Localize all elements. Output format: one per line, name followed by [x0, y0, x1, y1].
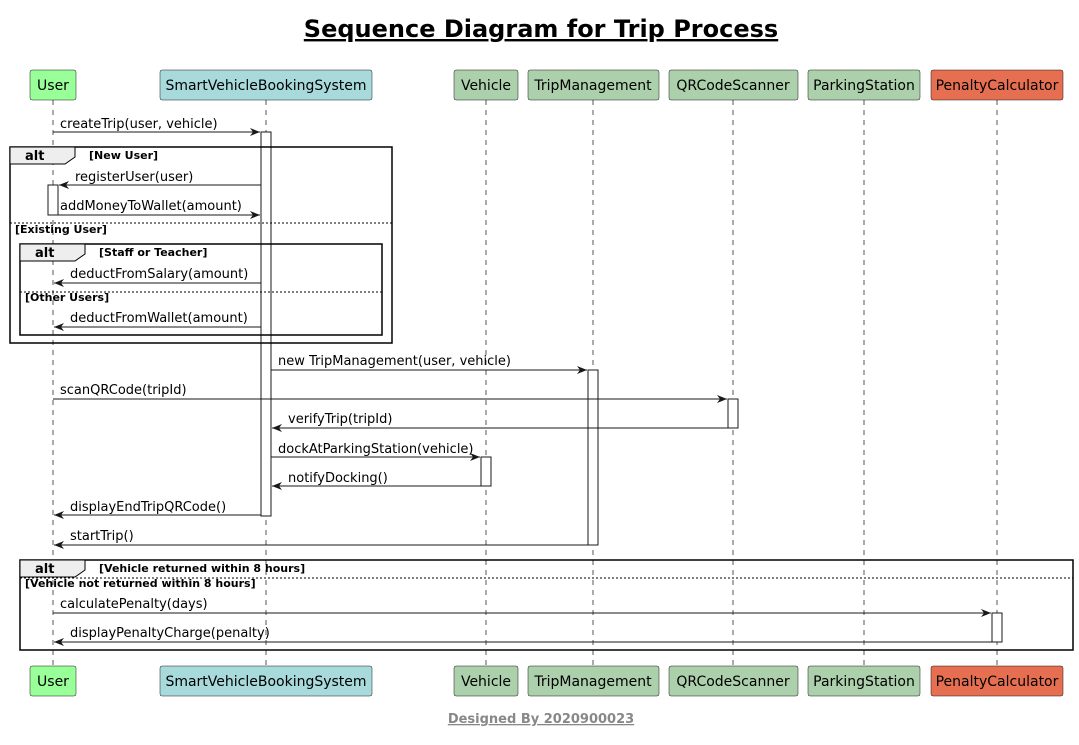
activation-penalty — [991, 612, 1003, 643]
svg-text:notifyDocking(): notifyDocking() — [288, 471, 388, 486]
message-scanqr: scanQRCode(tripId) — [53, 383, 727, 403]
svg-text:[Staff or Teacher]: [Staff or Teacher] — [99, 246, 207, 259]
svg-text:deductFromSalary(amount): deductFromSalary(amount) — [70, 267, 248, 282]
svg-text:[New User]: [New User] — [89, 149, 158, 162]
svg-text:calculatePenalty(days): calculatePenalty(days) — [60, 597, 208, 612]
fragment-alt-staff: alt [Staff or Teacher] [Other Users] — [19, 243, 383, 336]
message-displaypenalty: displayPenaltyCharge(penalty) — [54, 626, 992, 646]
message-starttrip: startTrip() — [54, 529, 588, 549]
svg-text:PenaltyCalculator: PenaltyCalculator — [936, 674, 1059, 690]
svg-text:User: User — [37, 78, 69, 94]
participant-vehicle: Vehicle — [453, 69, 519, 101]
svg-text:SmartVehicleBookingSystem: SmartVehicleBookingSystem — [165, 674, 366, 690]
svg-text:new TripManagement(user, vehic: new TripManagement(user, vehicle) — [278, 354, 511, 369]
message-dock: dockAtParkingStation(vehicle) — [271, 442, 480, 461]
messages: createTrip(user, vehicle) registerUser(u… — [53, 117, 992, 646]
participants-top: User SmartVehicleBookingSystem Vehicle T… — [29, 69, 1064, 101]
message-calculatepenalty: calculatePenalty(days) — [53, 597, 991, 617]
fragment-alt-new-user: alt [New User] [Existing User] — [9, 146, 393, 344]
message-newtrip: new TripManagement(user, vehicle) — [271, 354, 587, 374]
activation-qr — [727, 398, 739, 429]
svg-text:startTrip(): startTrip() — [70, 529, 134, 544]
activation-vehicle — [480, 456, 492, 487]
participant-qr-bottom: QRCodeScanner — [668, 665, 799, 697]
message-deductsalary: deductFromSalary(amount) — [54, 267, 261, 287]
participant-svbs: SmartVehicleBookingSystem — [159, 69, 373, 101]
svg-text:User: User — [37, 674, 69, 690]
svg-text:Vehicle: Vehicle — [461, 78, 511, 94]
message-displayqr: displayEndTripQRCode() — [54, 500, 261, 519]
participant-vehicle-bottom: Vehicle — [453, 665, 519, 697]
svg-text:createTrip(user, vehicle): createTrip(user, vehicle) — [60, 117, 218, 132]
participant-trip: TripManagement — [527, 69, 660, 101]
participant-user: User — [29, 69, 77, 101]
participant-trip-bottom: TripManagement — [527, 665, 660, 697]
activation-svbs — [260, 131, 272, 517]
svg-text:verifyTrip(tripId): verifyTrip(tripId) — [288, 412, 392, 427]
activations — [47, 131, 1003, 643]
svg-text:registerUser(user): registerUser(user) — [75, 170, 193, 185]
activation-user — [47, 184, 59, 216]
footer-credit: Designed By 2020900023 — [448, 712, 634, 727]
svg-text:[Vehicle not returned within 8: [Vehicle not returned within 8 hours] — [25, 577, 256, 590]
svg-text:TripManagement: TripManagement — [533, 78, 652, 94]
svg-text:alt: alt — [25, 149, 44, 164]
fragment-alt-vehicle-returned: alt [Vehicle returned within 8 hours] [V… — [19, 559, 1074, 651]
participant-penalty: PenaltyCalculator — [930, 69, 1064, 101]
participant-user-bottom: User — [29, 665, 77, 697]
svg-text:deductFromWallet(amount): deductFromWallet(amount) — [70, 311, 248, 326]
svg-text:QRCodeScanner: QRCodeScanner — [676, 674, 789, 690]
svg-text:TripManagement: TripManagement — [533, 674, 652, 690]
participants-bottom: User SmartVehicleBookingSystem Vehicle T… — [29, 665, 1064, 697]
svg-text:PenaltyCalculator: PenaltyCalculator — [936, 78, 1059, 94]
svg-text:Vehicle: Vehicle — [461, 674, 511, 690]
svg-text:dockAtParkingStation(vehicle): dockAtParkingStation(vehicle) — [278, 442, 474, 457]
svg-text:addMoneyToWallet(amount): addMoneyToWallet(amount) — [60, 199, 242, 214]
svg-text:SmartVehicleBookingSystem: SmartVehicleBookingSystem — [165, 78, 366, 94]
message-verifytrip: verifyTrip(tripId) — [272, 412, 728, 432]
participant-parking-bottom: ParkingStation — [807, 665, 921, 697]
diagram-title: Sequence Diagram for Trip Process — [304, 15, 778, 43]
svg-text:scanQRCode(tripId): scanQRCode(tripId) — [60, 383, 187, 398]
svg-text:alt: alt — [35, 562, 54, 577]
message-addmoney: addMoneyToWallet(amount) — [58, 199, 260, 219]
participant-qr: QRCodeScanner — [668, 69, 799, 101]
svg-text:ParkingStation: ParkingStation — [813, 674, 915, 690]
participant-parking: ParkingStation — [807, 69, 921, 101]
message-deductwallet: deductFromWallet(amount) — [54, 311, 261, 331]
svg-text:QRCodeScanner: QRCodeScanner — [676, 78, 789, 94]
svg-text:alt: alt — [35, 246, 54, 261]
svg-text:displayPenaltyCharge(penalty): displayPenaltyCharge(penalty) — [70, 626, 270, 641]
svg-text:displayEndTripQRCode(): displayEndTripQRCode() — [70, 500, 226, 515]
message-notifydocking: notifyDocking() — [272, 471, 481, 490]
message-registeruser: registerUser(user) — [59, 170, 261, 189]
svg-text:ParkingStation: ParkingStation — [813, 78, 915, 94]
participant-penalty-bottom: PenaltyCalculator — [930, 665, 1064, 697]
svg-text:[Existing User]: [Existing User] — [15, 223, 107, 236]
svg-text:[Vehicle returned within 8 hou: [Vehicle returned within 8 hours] — [99, 562, 305, 575]
svg-text:[Other Users]: [Other Users] — [25, 291, 109, 304]
activation-trip — [587, 369, 599, 546]
participant-svbs-bottom: SmartVehicleBookingSystem — [159, 665, 373, 697]
message-createtrip: createTrip(user, vehicle) — [53, 117, 260, 136]
